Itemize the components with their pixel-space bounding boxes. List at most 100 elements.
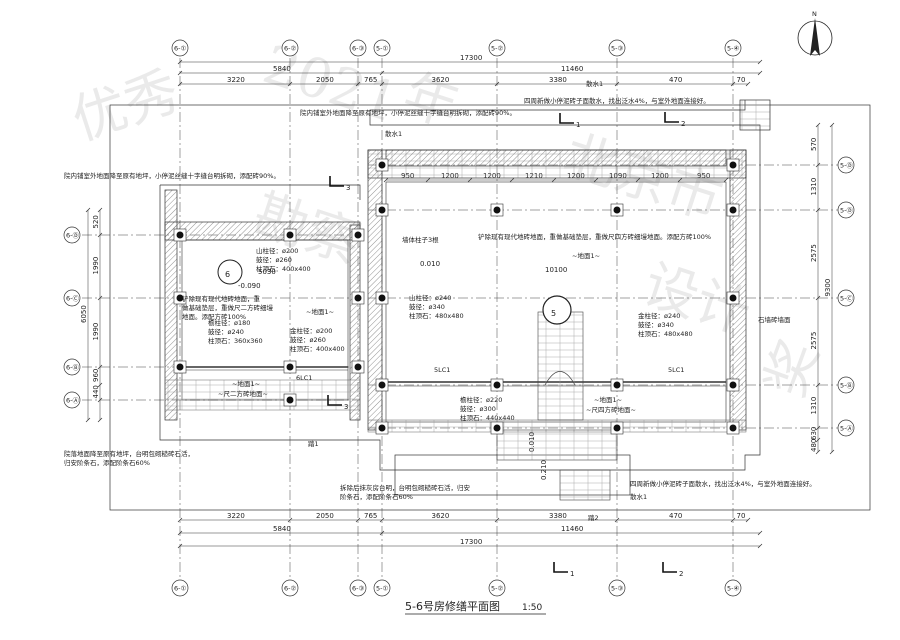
dim-bottom-row1-label: 470 bbox=[669, 512, 682, 520]
axis-label-right: 5-Ⓓ bbox=[840, 162, 853, 170]
title-text: 5-6号房修缮平面图 bbox=[405, 599, 500, 613]
column bbox=[286, 231, 294, 239]
axis-bubble bbox=[281, 39, 299, 57]
note-n8: 铲除现有现代地砖地面，重 bbox=[182, 294, 261, 303]
note-n23: 5LC1 bbox=[434, 366, 450, 374]
axis-bubble bbox=[63, 391, 81, 409]
note-n22: 6LC1 bbox=[296, 374, 312, 382]
dim-top-row2-tick bbox=[757, 70, 763, 76]
dim-top-segments-tick bbox=[425, 177, 431, 183]
dim-bottom-row1-label: 2050 bbox=[316, 512, 334, 520]
dim-left-label: 960 bbox=[92, 369, 100, 382]
dim-bottom-row2-tick bbox=[379, 530, 385, 536]
dim-left-tick bbox=[97, 397, 103, 403]
note-n2: 四周新做小停泥砖子面散水，找出泛水4%，与室外地面连接好。 bbox=[524, 96, 710, 105]
note-n1: 院内铺室外地面降至原有地坪，小停泥丝缝十字缝台明拆砌，添配砖90%。 bbox=[300, 108, 516, 117]
dim-left-label: 1990 bbox=[92, 323, 100, 341]
dim-left-total-label: 6050 bbox=[80, 305, 88, 323]
dim-right-label: 480 bbox=[810, 439, 818, 452]
column bbox=[613, 206, 621, 214]
dim-bottom-row1-tick bbox=[355, 517, 361, 523]
column bbox=[729, 381, 737, 389]
dim-left-tick bbox=[97, 295, 103, 301]
axis-label-top: 5-① bbox=[376, 585, 388, 593]
dim-right-label: 630 bbox=[810, 427, 818, 440]
dim-right-total-label: 9300 bbox=[824, 279, 832, 297]
site-outline bbox=[109, 99, 871, 511]
note-n14: ~尺二方砖地面~ bbox=[218, 389, 268, 398]
axis-label-top: 6-③ bbox=[352, 45, 364, 53]
column-spec-c4: 山柱径：ø240 bbox=[409, 293, 451, 302]
dim-top-row3-tick bbox=[355, 81, 361, 87]
dim-right-tick bbox=[815, 295, 821, 301]
axis-bubble bbox=[373, 39, 391, 57]
dim-top-total-label: 17300 bbox=[460, 54, 482, 62]
column bbox=[176, 231, 184, 239]
north-arrow: N bbox=[797, 10, 833, 56]
columns bbox=[173, 158, 740, 435]
column-spec-c4: 柱顶石：480x480 bbox=[409, 311, 464, 320]
axis-label-top: 5-④ bbox=[727, 585, 739, 593]
dim-bottom-row1-label: 3620 bbox=[432, 512, 450, 520]
axis-label-top: 5-② bbox=[491, 585, 503, 593]
axis-label-left: 6-Ⓑ bbox=[66, 364, 79, 372]
dim-right-tick bbox=[815, 207, 821, 213]
dim-top-row3-label: 70 bbox=[737, 76, 746, 84]
dim-left-label: 520 bbox=[92, 215, 100, 228]
dim-top-row3-label: 3620 bbox=[432, 76, 450, 84]
column-spec-c1: 柱顶石：400x400 bbox=[256, 264, 311, 273]
column-spec-c5: 柱顶石：480x480 bbox=[638, 329, 693, 338]
room-tag-5-label: 5 bbox=[551, 309, 556, 318]
column bbox=[286, 396, 294, 404]
section-marker bbox=[662, 562, 677, 573]
axis-label-top: 5-④ bbox=[727, 45, 739, 53]
axis-label-left: 6-Ⓒ bbox=[66, 295, 79, 303]
column bbox=[613, 424, 621, 432]
axis-label-top: 5-③ bbox=[611, 585, 623, 593]
dim-top-row3-tick bbox=[177, 81, 183, 87]
dim-bottom-row1-tick bbox=[379, 517, 385, 523]
note-n10: 墙体柱子3根 bbox=[402, 235, 439, 244]
axis-bubble bbox=[63, 289, 81, 307]
column-spec-c5: 鼓径：ø340 bbox=[638, 320, 674, 329]
elev-5: 0.010 bbox=[420, 260, 440, 268]
axis-label-top: 5-① bbox=[376, 45, 388, 53]
note-n11: ~地面1~ bbox=[572, 251, 600, 260]
section-marker-label: 2 bbox=[679, 570, 683, 578]
dim-left-total-tick bbox=[85, 207, 91, 213]
note-n8: 地面。添配方砖100% bbox=[182, 312, 246, 321]
axis-bubble bbox=[837, 201, 855, 219]
dim-right-label: 1310 bbox=[810, 397, 818, 415]
note-n21: 石墙砖墙面 bbox=[758, 315, 791, 324]
column bbox=[493, 424, 501, 432]
section-marker bbox=[664, 112, 679, 123]
dim-bottom-row1-label: 3380 bbox=[549, 512, 567, 520]
building-6 bbox=[164, 189, 361, 421]
room-tag-6-label: 6 bbox=[225, 270, 230, 279]
column-spec-c2: 鼓径：ø240 bbox=[208, 327, 244, 336]
column bbox=[729, 294, 737, 302]
dim-right-total-tick bbox=[829, 449, 835, 455]
section-marker-label: 2 bbox=[681, 120, 685, 128]
axis-label-top: 6-① bbox=[174, 585, 186, 593]
dim-top-row3-label: 470 bbox=[669, 76, 682, 84]
dim-right-label: 570 bbox=[810, 138, 818, 151]
dim-bottom-row1-tick bbox=[614, 517, 620, 523]
axis-bubble bbox=[373, 579, 391, 597]
dim-top-total-tick bbox=[177, 59, 183, 65]
axis-label-top: 5-③ bbox=[611, 45, 623, 53]
note-n9: 铲除现有现代地砖地面，重做基础垫层，重做尺四方砖细墁地面。添配方砖100% bbox=[478, 232, 711, 241]
dim-bottom-row1-label: 3220 bbox=[227, 512, 245, 520]
dim-top-row2-tick bbox=[379, 70, 385, 76]
note-n20: 踏2 bbox=[588, 513, 599, 522]
dim-bottom-total-tick bbox=[757, 543, 763, 549]
watermark: 优秀 2021 年 北京市 勘察 设计 奖 bbox=[65, 32, 831, 404]
column-spec-c3: 鼓径：ø260 bbox=[290, 335, 326, 344]
room-tag-5: 5 bbox=[542, 295, 572, 325]
section-marker bbox=[559, 113, 574, 124]
column bbox=[729, 161, 737, 169]
dim-left-tick bbox=[97, 382, 103, 388]
axis-bubble bbox=[724, 39, 742, 57]
dim-bottom-row1-tick bbox=[177, 517, 183, 523]
section-marker bbox=[327, 395, 342, 406]
